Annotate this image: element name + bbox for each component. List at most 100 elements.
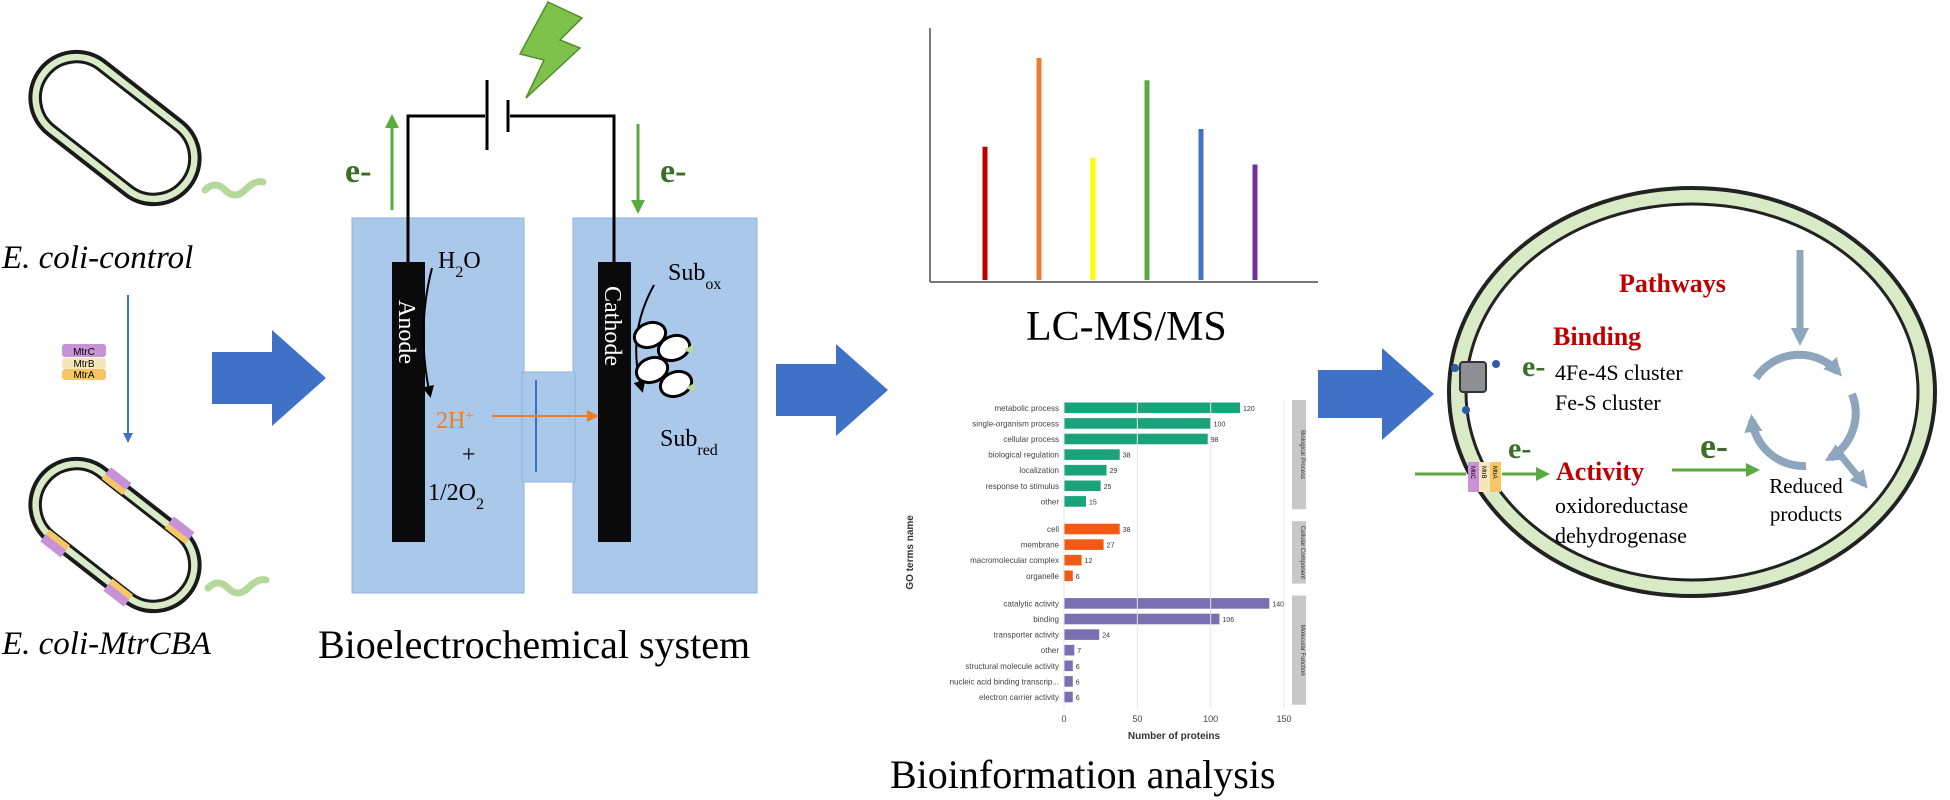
go-term-label: binding: [1033, 615, 1059, 624]
electron-label-right: e-: [660, 153, 686, 190]
go-term-label: cell: [1047, 525, 1059, 534]
sub-ox-label: Subox: [668, 260, 721, 293]
circuit-wire: [510, 114, 616, 262]
panel-cell-mechanism: MtrC MtrB MtrA e- e- e- Pathways Binding…: [1415, 186, 1937, 598]
flagellum-tail: [204, 576, 270, 597]
go-bar-value: 38: [1123, 527, 1131, 534]
go-bar-value: 27: [1107, 543, 1115, 550]
activity-item-dehydrogenase: dehydrogenase: [1555, 523, 1687, 548]
go-bar: [1064, 691, 1073, 703]
gene-label-mtrb: MtrB: [73, 359, 94, 370]
go-bar-value: 6: [1076, 695, 1080, 702]
ecoli-mtrcba-cell: [28, 456, 202, 614]
go-term-label: transporter activity: [994, 631, 1059, 640]
go-bar: [1064, 480, 1101, 492]
activity-item-oxidoreductase: oxidoreductase: [1555, 493, 1688, 518]
go-bar: [1064, 598, 1270, 609]
salt-bridge: [521, 371, 576, 483]
reduced-products-line1: Reduced: [1769, 474, 1843, 498]
go-term-label: biological regulation: [988, 451, 1059, 460]
go-bar-value: 6: [1076, 679, 1080, 686]
go-bar-value: 100: [1214, 421, 1226, 428]
go-bar: [1064, 613, 1220, 625]
binding-label: Binding: [1553, 322, 1641, 351]
ecoli-mtrcba-label: E. coli-MtrCBA: [1, 626, 212, 662]
cycle-arrow: [1744, 414, 1807, 471]
go-bar-value: 140: [1272, 601, 1284, 608]
gene-label-mtra: MtrA: [1491, 466, 1497, 479]
go-term-label: structural molecule activity: [965, 662, 1059, 671]
go-term-label: catalytic activity: [1003, 599, 1059, 608]
go-facet-strip: [1292, 400, 1306, 510]
water-label: H2O: [438, 248, 481, 281]
panel-bes: Anode Cathode e- e- H2O 2H+ + 1/2O2 Subo…: [318, 1, 758, 667]
go-bar: [1064, 449, 1120, 460]
circuit-wire: [406, 114, 485, 262]
go-bar: [1064, 644, 1075, 656]
go-bar-value: 6: [1076, 664, 1080, 671]
go-term-label: nucleic acid binding transcrip...: [950, 677, 1059, 686]
go-bar-value: 15: [1089, 499, 1097, 506]
go-bar: [1064, 570, 1073, 582]
go-term-label: cellular process: [1003, 435, 1059, 444]
go-bar: [1064, 554, 1082, 566]
go-bar-value: 106: [1222, 617, 1234, 624]
lcms-label: LC-MS/MS: [1026, 304, 1227, 350]
ecoli-control-cell: [28, 49, 202, 207]
ion-dot: [1462, 406, 1470, 414]
go-term-label: electron carrier activity: [979, 693, 1059, 702]
gene-label-mtra: MtrA: [73, 370, 94, 381]
go-term-label: organelle: [1026, 572, 1059, 581]
go-facet-strip: [1292, 595, 1306, 705]
plus-sign: +: [462, 442, 476, 468]
go-bar-value: 38: [1123, 453, 1131, 460]
go-bar: [1064, 660, 1073, 672]
cathode-label: Cathode: [599, 286, 625, 366]
lightning-bolt-icon: [518, 1, 584, 99]
ion-dot: [1492, 360, 1500, 368]
flow-arrow-3: [1318, 348, 1434, 440]
ecoli-control-label: E. coli-control: [1, 240, 193, 276]
go-term-label: localization: [1019, 466, 1059, 475]
go-bar: [1064, 433, 1208, 445]
binding-item-fes: Fe-S cluster: [1555, 390, 1661, 415]
go-bar: [1064, 496, 1086, 507]
go-bar-value: 25: [1104, 484, 1112, 491]
go-facet-label: Cellular Component: [1299, 526, 1305, 579]
go-bar: [1064, 464, 1107, 476]
anode-chamber: [351, 217, 525, 594]
go-term-label: macromolecular complex: [970, 556, 1059, 565]
go-x-axis-title: Number of proteins: [1128, 731, 1221, 742]
bacteria-cluster: [632, 320, 696, 399]
gene-label-mtrc: MtrC: [73, 347, 95, 358]
electron-label-left: e-: [345, 153, 371, 190]
go-x-tick-label: 100: [1203, 714, 1218, 724]
go-bar: [1064, 523, 1120, 535]
product-arrow: [1835, 449, 1868, 489]
activity-label: Activity: [1556, 457, 1644, 486]
gene-label-mtrb: MtrB: [1480, 466, 1486, 479]
cycle-arrow: [1752, 350, 1843, 381]
go-term-label: single-organism process: [972, 419, 1059, 428]
go-bar-value: 98: [1211, 437, 1219, 444]
go-bar: [1064, 402, 1240, 414]
go-term-label: membrane: [1021, 541, 1060, 550]
mtr-complex-icon: MtrC MtrB MtrA: [1468, 462, 1501, 492]
electron-label-membrane: e-: [1508, 432, 1531, 465]
cathode-electrode: [598, 262, 631, 542]
panel-ecoli: E. coli-control MtrC MtrB MtrA E. coli-: [1, 49, 270, 662]
anode-electrode: [392, 262, 425, 542]
oxygen-label: 1/2O2: [428, 480, 484, 513]
go-bar-value: 6: [1076, 574, 1080, 581]
go-x-tick-label: 50: [1132, 714, 1142, 724]
panel-lcms: LC-MS/MS: [929, 28, 1318, 350]
go-term-label: metabolic process: [995, 404, 1059, 413]
ion-dot: [1451, 364, 1459, 372]
bes-caption: Bioelectrochemical system: [318, 622, 750, 667]
go-facet-label: Biological Process: [1299, 430, 1305, 479]
go-bar-value: 120: [1243, 406, 1255, 413]
go-facet-label: Molecular Function: [1299, 625, 1305, 676]
go-term-label: other: [1041, 646, 1060, 655]
electron-label-binding: e-: [1522, 350, 1545, 383]
